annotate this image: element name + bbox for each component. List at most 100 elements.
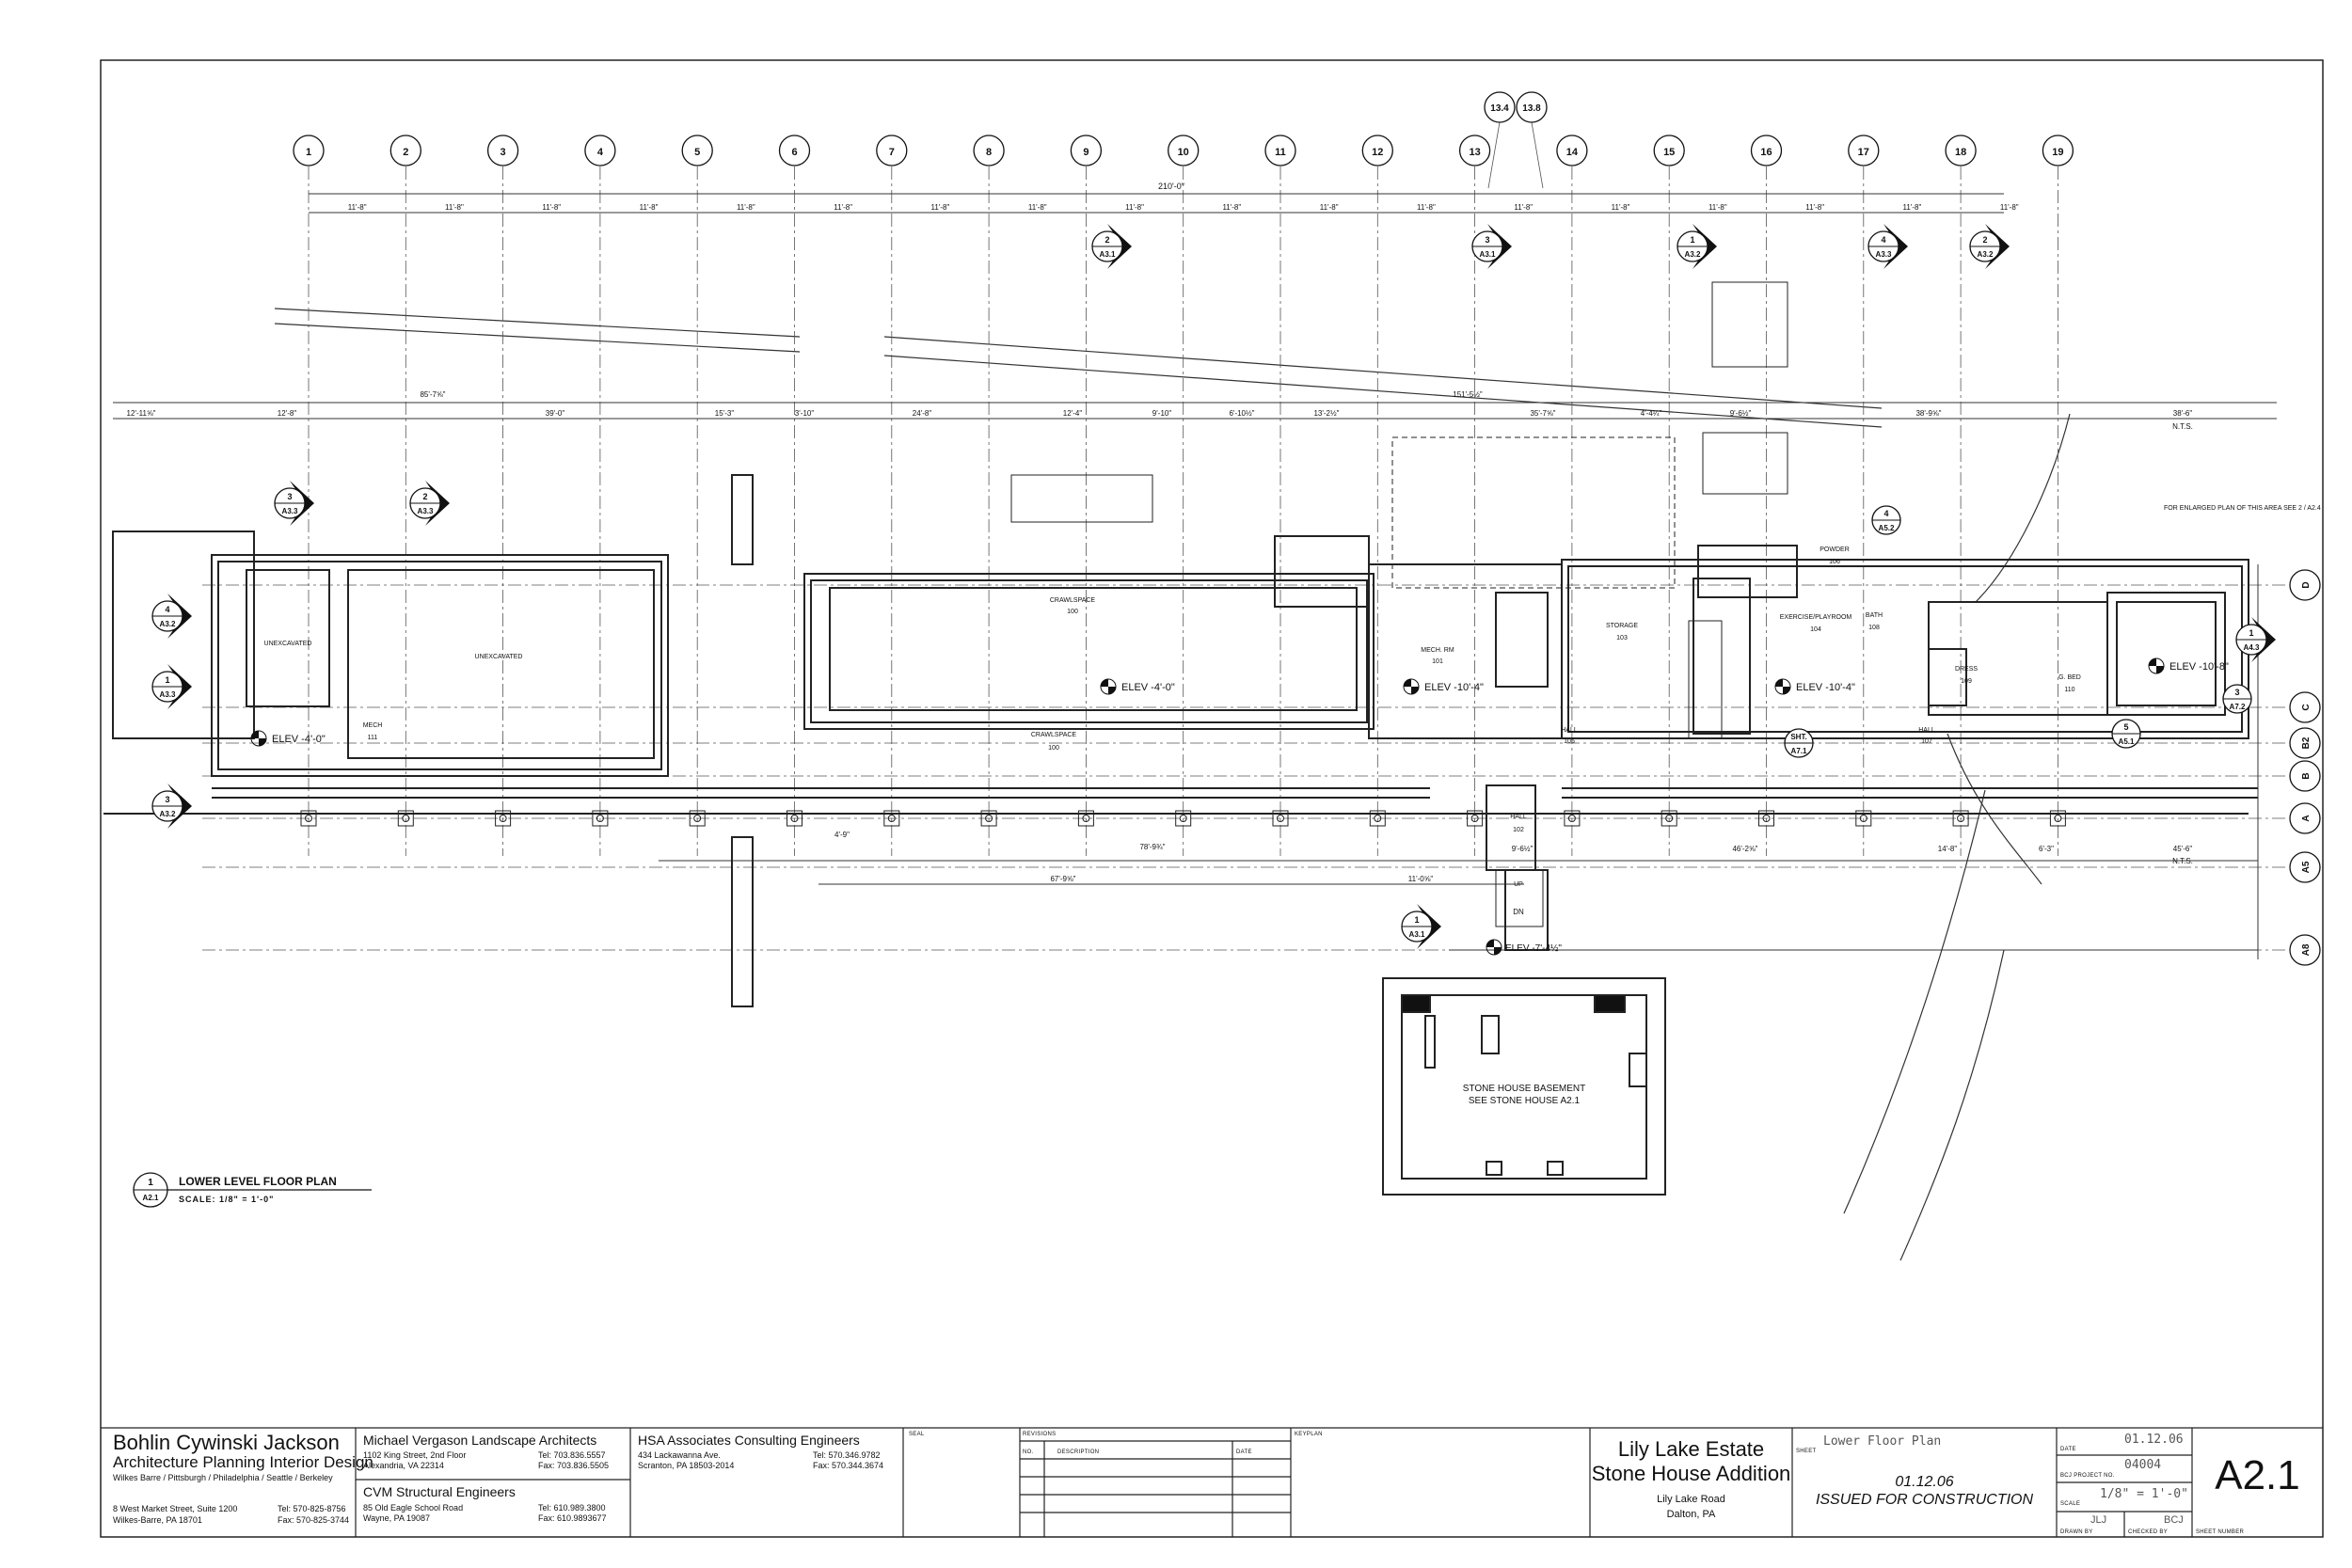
dimension-label: N.T.S. [2172,422,2193,431]
column-marker [1272,810,1289,827]
room-labels: UNEXCAVATED UNEXCAVATED CRAWLSPACE 100 C… [264,546,2081,833]
room-number: 104 [1810,626,1821,633]
svg-text:A7.1: A7.1 [1791,747,1807,755]
stair-up-label: UP [1514,881,1523,888]
svg-text:ELEV -10'-4": ELEV -10'-4" [1424,682,1484,693]
revision-description-label: DESCRIPTION [1057,1449,1100,1455]
detail-tag-a5-2: 4A5.2 [1871,505,1901,535]
section-tag-sheet: A3.1 [1100,250,1116,259]
grid-column-2: 2 [389,135,421,856]
svg-text:ELEV -4'-0": ELEV -4'-0" [1121,682,1175,693]
room-number: 111 [368,735,378,741]
grid-row-label: A5 [2301,861,2312,873]
column-marker [300,810,317,827]
grid-column-label: 13.8 [1522,103,1541,114]
checked-by-value: BCJ [2164,1514,2184,1526]
dimension-label: 85'-7⅝" [420,390,445,399]
column-marker [1175,810,1192,827]
grid-column-18: 18 [1945,135,1977,856]
grid-row-A5: A5 [202,851,2321,883]
column-marker [1564,810,1581,827]
grid-column-19: 19 [2042,135,2074,856]
room-label: CRAWLSPACE [1031,732,1077,738]
room-label: DRESS [1955,666,1978,673]
grid-row-label: B2 [2301,736,2312,749]
grid-column-label: 6 [791,147,797,158]
elevation-marker: ELEV -4'-0" [250,730,326,747]
column-marker [2049,810,2066,827]
grid-column-4: 4 [584,135,616,856]
section-tag-A3-3: 4A3.3 [1867,224,1908,269]
bay-dimension: 11'-8" [1805,203,1824,212]
scale-value: 1/8" = 1'-0" [2100,1487,2188,1501]
section-tag-number: 2 [1982,235,1987,245]
overall-dimension: 210'-0" [1158,182,1184,191]
dimension-label: 12'-4" [1063,409,1083,418]
bay-dimension: 11'-8" [1222,203,1241,212]
architect-tel: Tel: 570-825-8756 [278,1504,346,1513]
architect-name: Bohlin Cywinski Jackson [113,1431,340,1454]
svg-text:3: 3 [2234,688,2239,697]
room-number: 107 [1921,738,1932,745]
consulting-fax: Fax: 570.344.3674 [813,1461,884,1470]
section-tag-A3-3: 3A3.3 [274,481,314,526]
room-number: 100 [1067,609,1078,615]
svg-text:ELEV -4'-0": ELEV -4'-0" [272,734,326,745]
bay-dimension: 11'-8" [1514,203,1533,212]
grid-column-label: 13.4 [1490,103,1509,114]
project-city: Dalton, PA [1666,1509,1716,1520]
dimension-label: 12'-8" [278,409,297,418]
section-tag-number: 4 [165,605,169,614]
grid-column-12: 12 [1361,135,1393,856]
bay-dimension: 11'-8" [737,203,755,212]
svg-text:4: 4 [1883,509,1888,518]
room-number: 108 [1868,625,1880,631]
drawn-by-value: JLJ [2090,1514,2107,1526]
grid-column-13: 13 [1458,135,1491,856]
bay-dimension: 11'-8" [640,203,659,212]
dimension-label: 9'-6½" [1730,409,1752,418]
section-tag-A3-2: 2A3.2 [1969,224,2010,269]
grid-row-label: A [2301,815,2312,821]
elevation-marker: ELEV -4'-0" [1100,678,1175,695]
section-tag-sheet: A3.3 [418,507,434,515]
svg-text:ELEV -7'-4½": ELEV -7'-4½" [1505,943,1562,954]
room-number: 102 [1513,827,1524,833]
column-marker [980,810,997,827]
consulting-address1: 434 Lackawanna Ave. [638,1450,721,1460]
section-tag-sheet: A3.2 [1685,250,1701,259]
landscape-address1: 1102 King Street, 2nd Floor [363,1450,467,1460]
dimension-label: 46'-2⅝" [1732,845,1757,853]
room-number: 105 [1564,738,1575,745]
architect-fax: Fax: 570-825-3744 [278,1515,350,1525]
room-label: MECH. RM [1421,647,1454,654]
date-value: 01.12.06 [2124,1433,2184,1447]
bay-dimension: 11'-8" [1028,203,1047,212]
grid-column-label: 4 [597,147,604,158]
stair-dn-label: DN [1513,908,1524,916]
bay-dimension: 11'-8" [1320,203,1339,212]
grid-row-label: A8 [2301,943,2312,956]
dimension-label: 4'-9" [834,831,850,839]
grid-row-A: A [202,802,2321,834]
grid-column-label: 16 [1760,147,1772,158]
column-marker [1467,810,1484,827]
grid-row-label: B [2301,772,2312,779]
section-tags: 2A3.13A3.11A3.24A3.32A3.23A3.32A3.34A3.2… [151,224,2276,949]
drawing-title-text: LOWER LEVEL FLOOR PLAN [179,1175,337,1188]
column-marker [397,810,414,827]
landscape-tel: Tel: 703.836.5557 [538,1450,606,1460]
section-tag-A3-2: 1A3.2 [1677,224,1717,269]
project-name-1: Lily Lake Estate [1617,1437,1765,1461]
revisions-label: REVISIONS [1023,1432,1057,1437]
landscape-fax: Fax: 703.836.5505 [538,1461,610,1470]
bay-dimension: 11'-8" [2000,203,2019,212]
dimension-label: N.T.S. [2172,857,2193,865]
elevation-marker: ELEV -7'-4½" [1486,939,1562,956]
stone-house-note: SEE STONE HOUSE A2.1 [1469,1096,1581,1106]
room-number: 109 [1961,678,1972,685]
section-tag-A3-1: 3A3.1 [1471,224,1512,269]
keyplan-label: KEYPLAN [1295,1432,1323,1437]
consulting-name: HSA Associates Consulting Engineers [638,1433,860,1448]
bay-dimension: 11'-8" [445,203,464,212]
